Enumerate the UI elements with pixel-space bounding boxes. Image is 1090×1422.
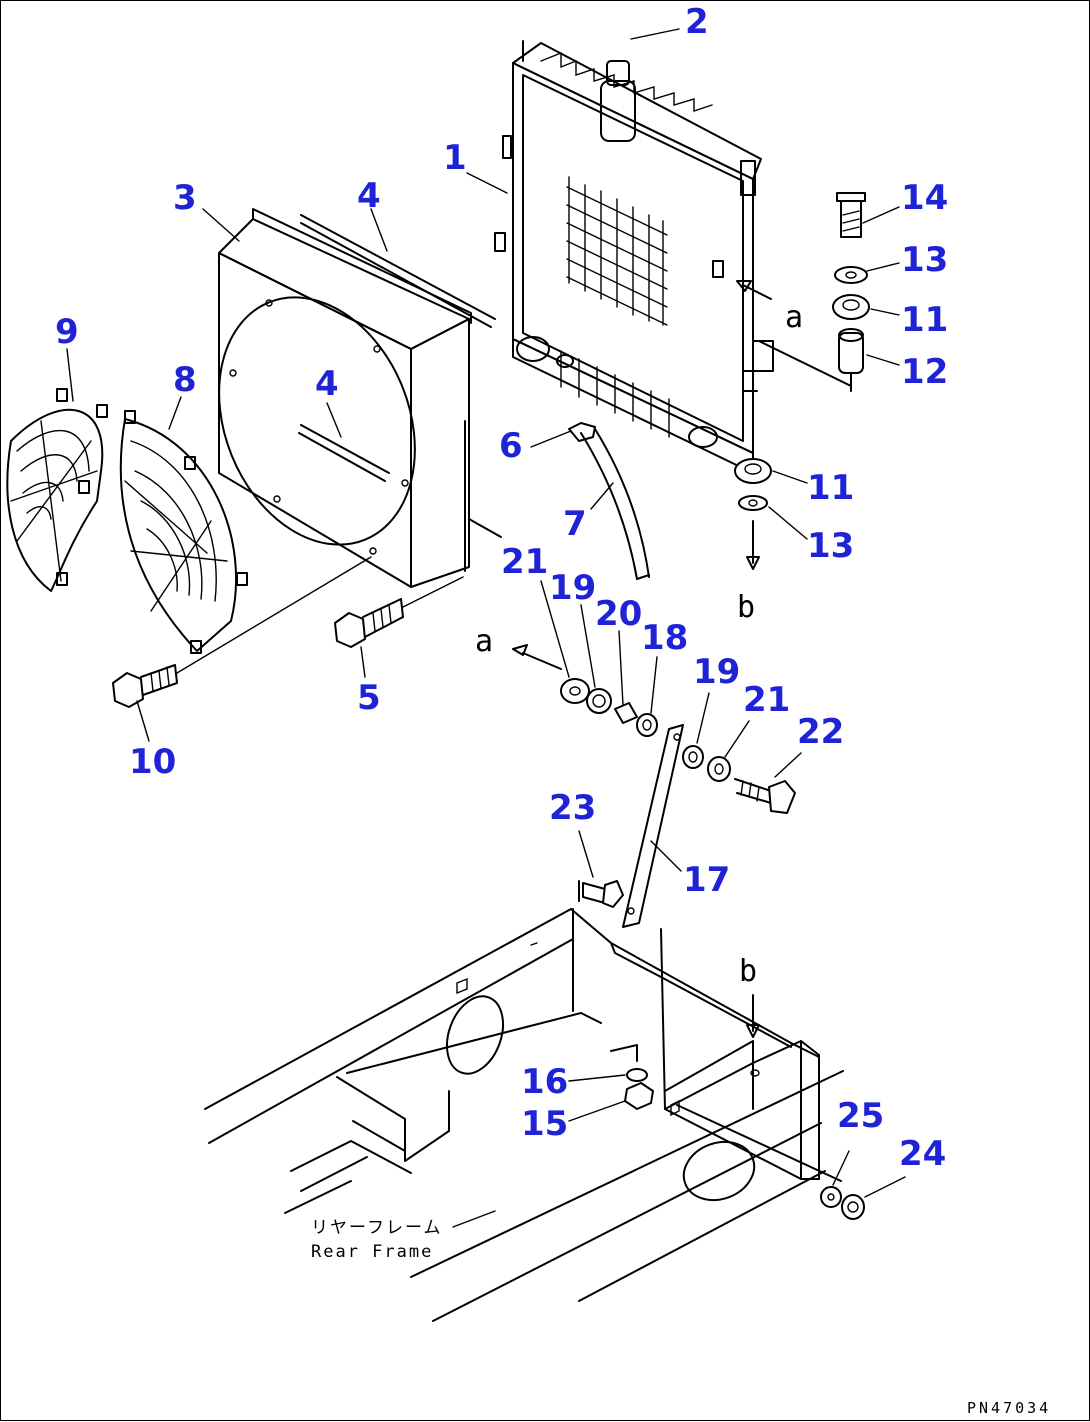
letter-a-radiator: a — [785, 300, 803, 335]
rear-frame-caption-en: Rear Frame — [311, 1242, 433, 1262]
callout-9: 9 — [55, 312, 79, 352]
fan-guard-8 — [119, 410, 248, 654]
reference-arrows — [512, 280, 772, 670]
callout-1: 1 — [443, 138, 467, 178]
callout-18: 18 — [641, 618, 688, 658]
callout-3: 3 — [173, 178, 197, 218]
callout-14: 14 — [901, 178, 948, 218]
callout-8: 8 — [173, 360, 197, 400]
callout-10: 10 — [129, 742, 176, 782]
callout-7: 7 — [563, 504, 587, 544]
reference-letters: a a b b — [475, 300, 803, 989]
callout-11-top: 11 — [901, 300, 948, 340]
stay-hardware — [560, 678, 796, 928]
rear-frame-caption-jp: リヤーフレーム — [311, 1218, 442, 1238]
mount-hardware-top — [832, 192, 870, 374]
bolt-5 — [334, 576, 464, 648]
leader-lines — [66, 28, 906, 1198]
callout-5: 5 — [357, 678, 381, 718]
callout-6: 6 — [499, 426, 523, 466]
callout-11-bottom: 11 — [807, 468, 854, 508]
callout-25: 25 — [837, 1096, 884, 1136]
callout-21-right: 21 — [743, 680, 790, 720]
letter-a-stay: a — [475, 624, 493, 659]
callout-19-right: 19 — [693, 652, 740, 692]
radiator — [494, 40, 852, 474]
callout-15: 15 — [521, 1104, 568, 1144]
bolt-10 — [112, 556, 372, 708]
callout-19-left: 19 — [549, 568, 596, 608]
letter-b-radiator: b — [737, 590, 755, 625]
callout-22: 22 — [797, 712, 844, 752]
callout-2: 2 — [685, 2, 709, 42]
caption-leader — [452, 1210, 496, 1228]
clamp-hose — [568, 422, 650, 580]
callout-24: 24 — [899, 1134, 946, 1174]
callout-4-top: 4 — [357, 176, 381, 216]
callout-20: 20 — [595, 594, 642, 634]
callout-21-left: 21 — [501, 542, 548, 582]
letter-b-frame: b — [739, 954, 757, 989]
rear-frame — [204, 908, 865, 1322]
mount-hardware-bottom — [734, 458, 772, 570]
callout-13-bottom: 13 — [807, 526, 854, 566]
callout-23: 23 — [549, 788, 596, 828]
callout-12: 12 — [901, 352, 948, 392]
drawing-code: PN47034 — [967, 1399, 1051, 1417]
callout-16: 16 — [521, 1062, 568, 1102]
callout-13-top: 13 — [901, 240, 948, 280]
fan-shroud — [218, 208, 502, 588]
fan-guard-9 — [6, 388, 108, 592]
callout-numbers: 1 2 3 4 4 5 6 7 8 9 10 11 11 12 13 13 14… — [55, 2, 948, 1174]
callout-17: 17 — [683, 860, 730, 900]
callout-4-middle: 4 — [315, 364, 339, 404]
